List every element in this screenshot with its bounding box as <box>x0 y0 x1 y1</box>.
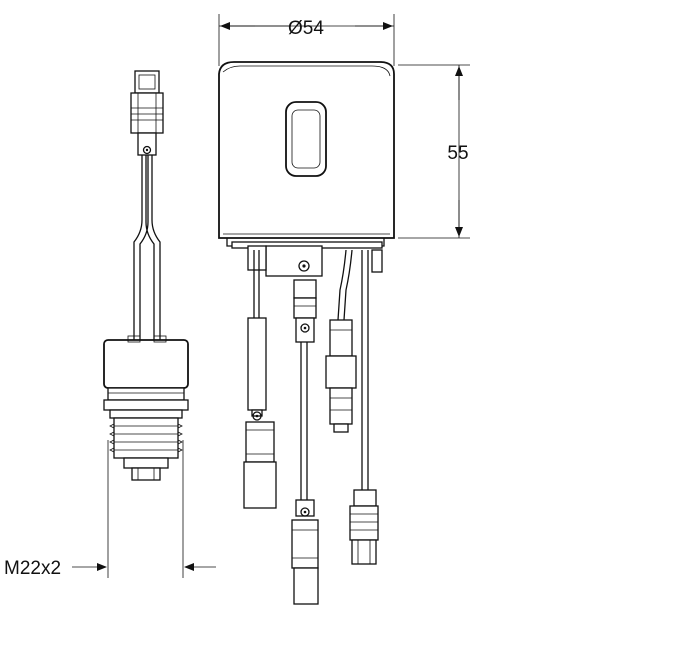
dimension-diameter: Ø54 <box>218 14 395 66</box>
sensor-window <box>285 101 327 177</box>
mount-bracket <box>247 245 383 277</box>
valve-assembly <box>103 70 189 481</box>
cable-plug-4 <box>349 250 379 565</box>
cable-plug-2 <box>291 279 319 605</box>
dimension-thread: M22x2 <box>4 440 216 579</box>
cable-plug-3 <box>325 249 357 433</box>
diameter-label: Ø54 <box>288 18 324 39</box>
cable-plug-1 <box>243 250 277 509</box>
thread-label: M22x2 <box>4 558 61 579</box>
dimension-height: 55 <box>398 64 470 239</box>
thread-section <box>109 417 183 459</box>
sensor-module <box>218 61 395 249</box>
height-label: 55 <box>447 143 468 164</box>
